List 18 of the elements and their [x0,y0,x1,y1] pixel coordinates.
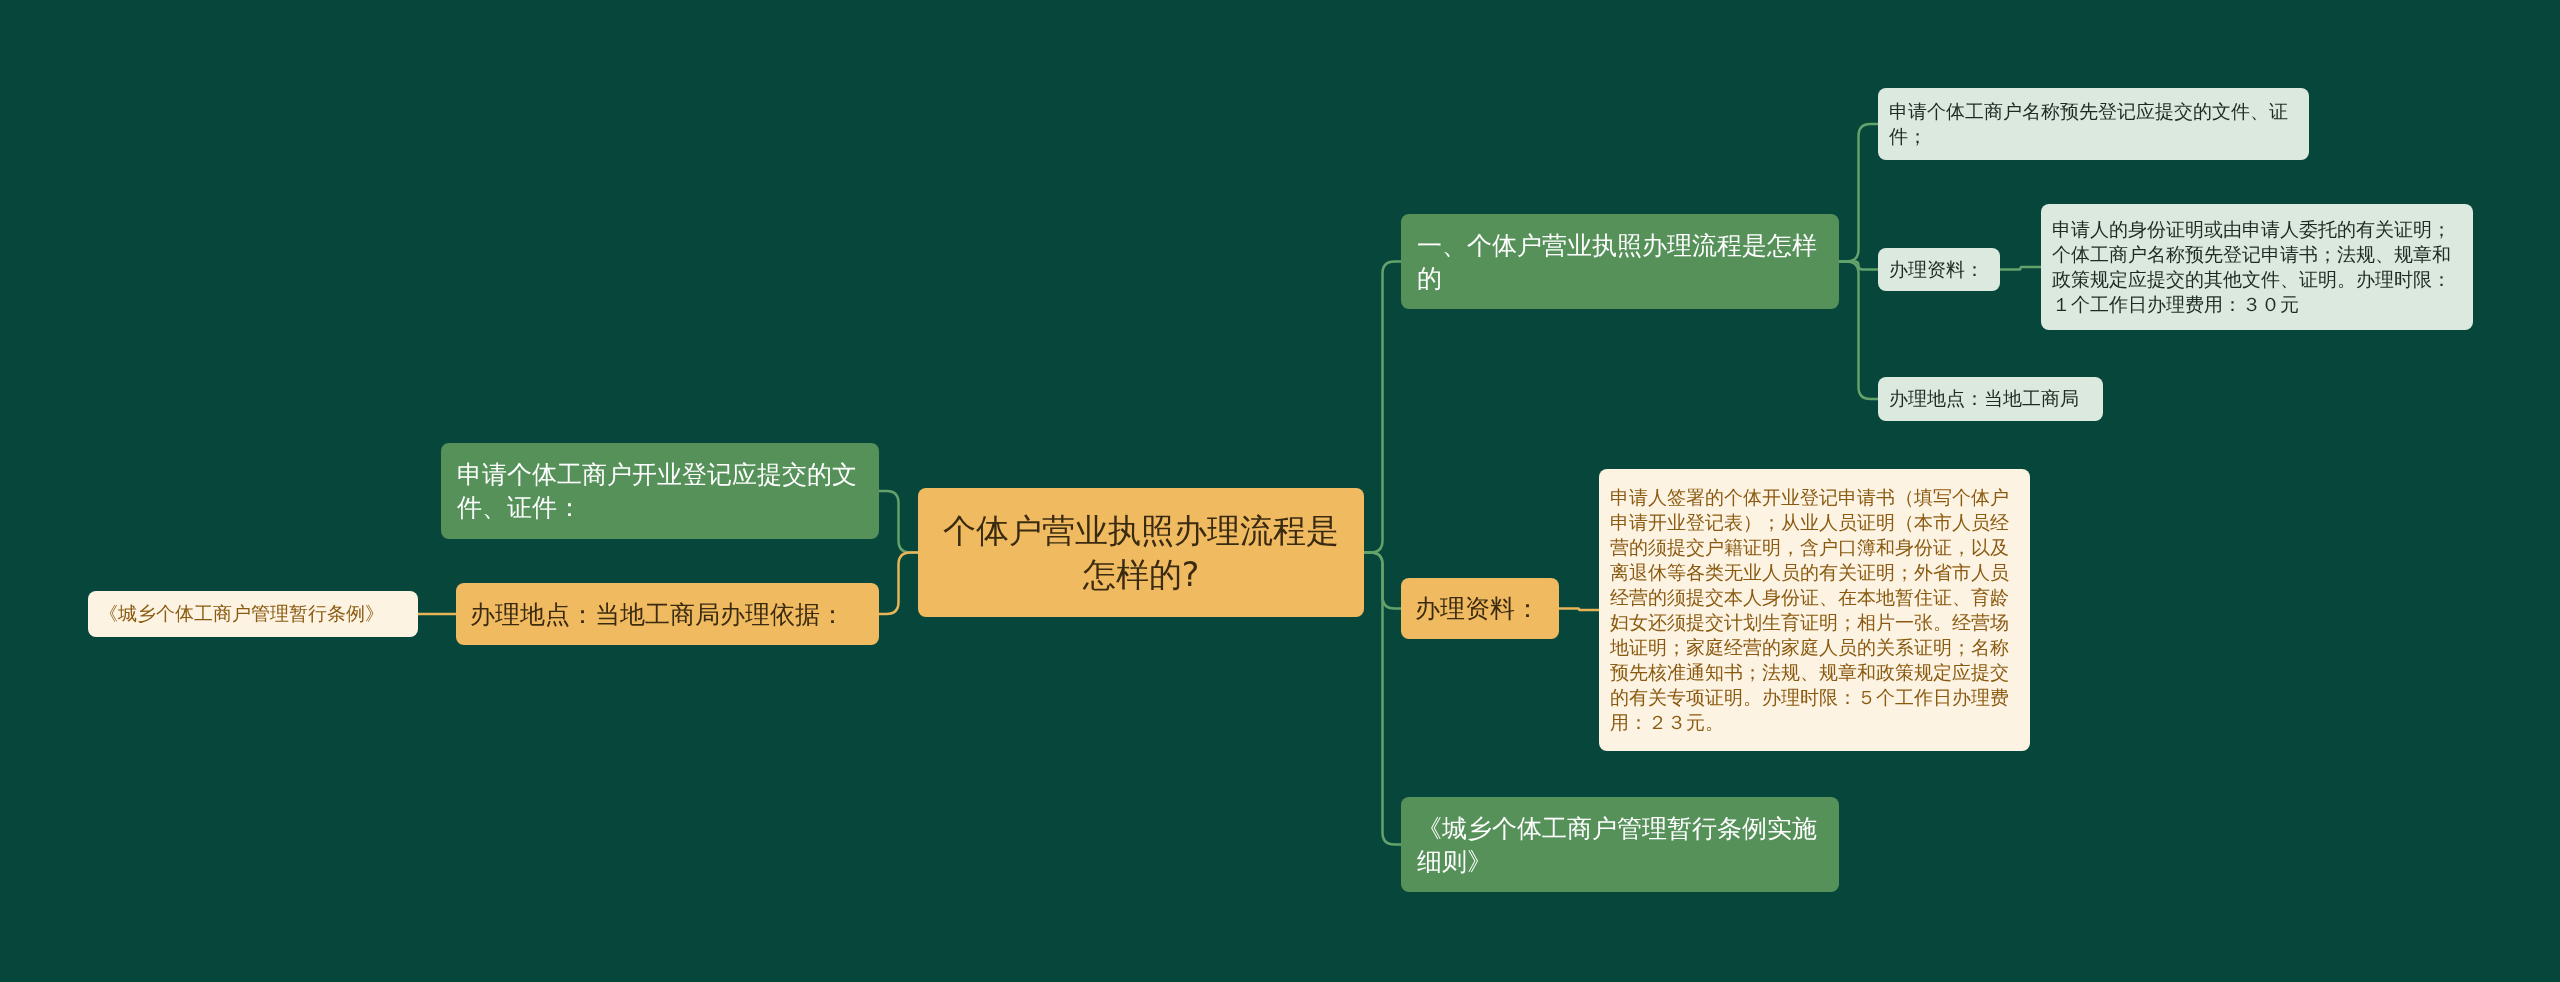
subtopic-box: 办理资料： [1878,248,2000,292]
connector-line [1839,260,1878,401]
topic-box: 办理地点：当地工商局办理依据： [456,583,879,645]
note-box: 《城乡个体工商户管理暂行条例》 [88,591,418,637]
connector-line [418,612,456,616]
topic-box: 办理资料： [1401,578,1559,639]
subtopic-box: 申请个体工商户名称预先登记应提交的文件、证件； [1878,88,2309,160]
note-box: 申请人签署的个体开业登记申请书（填写个体户申请开业登记表）；从业人员证明（本市人员经营的须提交户籍证明，含户口簿和身份证，以及离退休等各类无业人员的有关证明；外省市人员经营的须提交本人身份证、在本地暂住证、育龄妇女还须提交计划生育证明；相片一张。经营场地证明；家庭经营的家庭人员的关系证明；名称预先核准通知书；法规、规章和政策规定应提交的有关专项证明。办理时限：５个工作日办理费用：２３元。 [1599,469,2030,751]
connector-line [1559,607,1599,612]
topic-box: 《城乡个体工商户管理暂行条例实施细则》 [1401,797,1839,892]
connector-line [2000,265,2041,271]
topic-box: 一、个体户营业执照办理流程是怎样的 [1401,214,1839,309]
connector-line [1364,551,1401,846]
subtopic-box: 申请人的身份证明或由申请人委托的有关证明；个体工商户名称预先登记申请书；法规、规章和政策规定应提交的其他文件、证明。办理时限：１个工作日办理费用：３０元 [2041,204,2473,330]
connector-line [879,551,918,616]
central-topic: 个体户营业执照办理流程是怎样的? [918,488,1364,617]
topic-box: 申请个体工商户开业登记应提交的文件、证件： [441,443,879,539]
subtopic-box: 办理地点：当地工商局 [1878,377,2103,421]
